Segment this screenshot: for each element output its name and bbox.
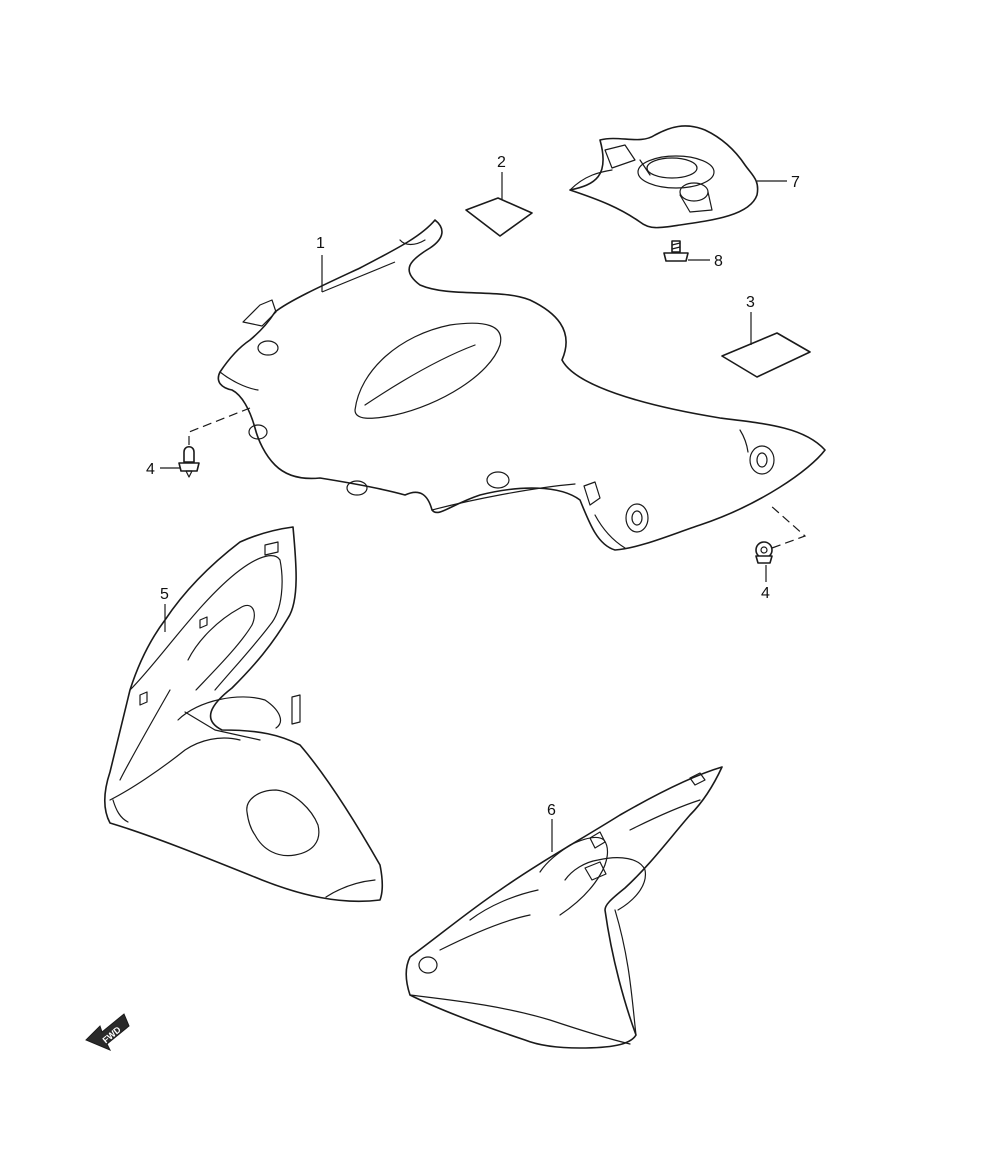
callout-7: 7 <box>791 174 800 191</box>
leader-lines <box>160 172 807 852</box>
callout-8: 8 <box>714 253 723 270</box>
callout-2: 2 <box>497 154 506 171</box>
callout-5: 5 <box>160 586 169 603</box>
part-4-grommet-left <box>178 445 200 478</box>
callout-1: 1 <box>316 235 325 252</box>
callout-4-right: 4 <box>761 585 770 602</box>
callout-6: 6 <box>547 802 556 819</box>
fwd-arrow-icon: FWD <box>85 1013 130 1051</box>
callout-4-left: 4 <box>146 461 155 478</box>
leader-1-b <box>321 261 396 293</box>
part-1-cover <box>217 219 826 551</box>
part-7-bracket <box>569 125 759 229</box>
part-8-bolt <box>663 240 689 262</box>
leader-4b-dashed <box>769 504 807 549</box>
part-3-pad <box>721 332 811 378</box>
callout-3: 3 <box>746 294 755 311</box>
part-4-grommet-right <box>755 541 773 564</box>
part-2-pad <box>465 197 533 237</box>
callout-labels: 1 2 3 4 4 5 6 7 8 <box>146 154 800 819</box>
part-6-cover <box>405 766 723 1049</box>
part-5-cover <box>103 526 384 903</box>
leader-4a-dashed <box>188 407 251 445</box>
